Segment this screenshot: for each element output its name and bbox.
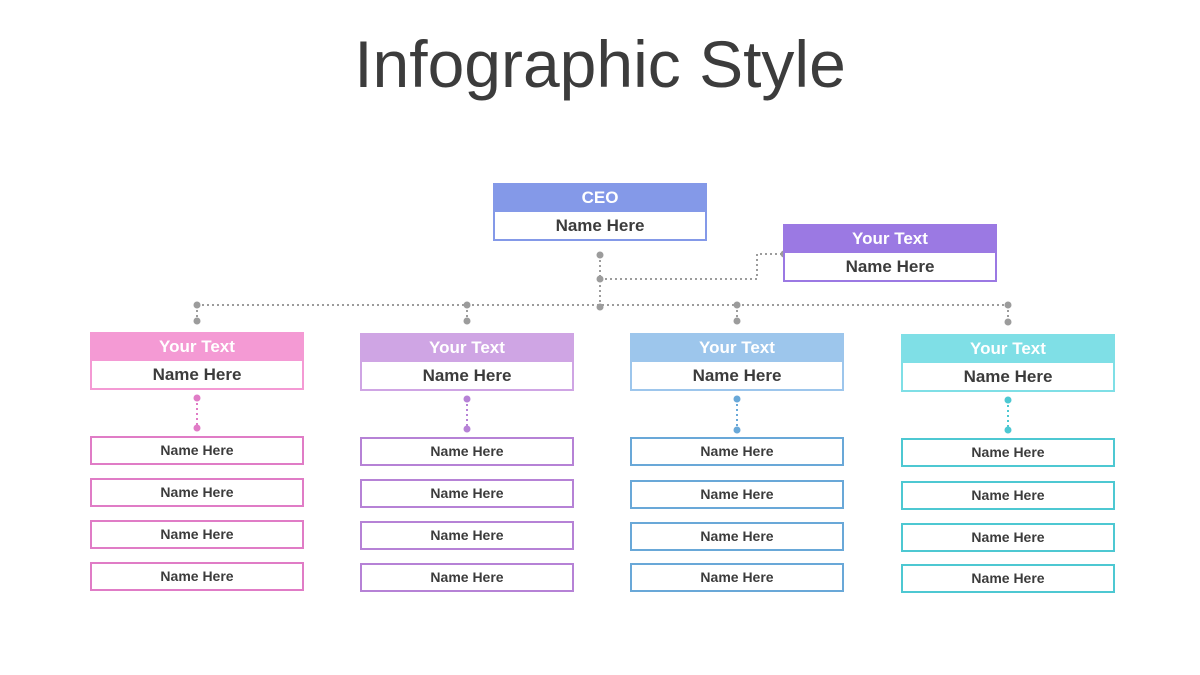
page-title: Infographic Style xyxy=(354,27,846,101)
department-role: Your Text xyxy=(360,333,574,362)
member-box: Name Here xyxy=(90,562,304,591)
assistant-name: Name Here xyxy=(783,253,997,282)
member-box: Name Here xyxy=(90,478,304,507)
member-box: Name Here xyxy=(630,522,844,551)
connector-dot xyxy=(596,303,604,311)
department-head-name: Name Here xyxy=(630,362,844,391)
department-head-name: Name Here xyxy=(360,362,574,391)
connector-dot xyxy=(1004,318,1012,326)
member-link-dot xyxy=(733,395,741,403)
connector-dot xyxy=(733,301,741,309)
connector-dot xyxy=(193,301,201,309)
member-link-dot xyxy=(463,395,471,403)
member-box: Name Here xyxy=(360,563,574,592)
member-box: Name Here xyxy=(901,481,1115,510)
member-box: Name Here xyxy=(901,523,1115,552)
ceo-name: Name Here xyxy=(493,212,707,241)
ceo-card: CEO Name Here xyxy=(493,183,707,241)
member-link-dot xyxy=(1004,396,1012,404)
member-box: Name Here xyxy=(901,438,1115,467)
ceo-role: CEO xyxy=(493,183,707,212)
member-box: Name Here xyxy=(901,564,1115,593)
member-link-dot xyxy=(463,425,471,433)
department-role: Your Text xyxy=(901,334,1115,363)
member-box: Name Here xyxy=(90,520,304,549)
member-link-dot xyxy=(193,394,201,402)
department-head-name: Name Here xyxy=(90,361,304,390)
member-box: Name Here xyxy=(360,437,574,466)
member-box: Name Here xyxy=(360,479,574,508)
member-box: Name Here xyxy=(90,436,304,465)
assistant-role: Your Text xyxy=(783,224,997,253)
member-box: Name Here xyxy=(630,437,844,466)
member-link-dot xyxy=(733,426,741,434)
connector-dot xyxy=(463,317,471,325)
member-box: Name Here xyxy=(360,521,574,550)
connector-dot xyxy=(733,317,741,325)
member-box: Name Here xyxy=(630,563,844,592)
connector-dot xyxy=(463,301,471,309)
connector-dot xyxy=(596,275,604,283)
member-link-dot xyxy=(1004,426,1012,434)
member-link-dot xyxy=(193,424,201,432)
connector-dot xyxy=(193,317,201,325)
department-role: Your Text xyxy=(630,333,844,362)
member-box: Name Here xyxy=(630,480,844,509)
assistant-link-line xyxy=(600,253,784,280)
connector-dot xyxy=(596,251,604,259)
assistant-card: Your Text Name Here xyxy=(783,224,997,282)
department-head-name: Name Here xyxy=(901,363,1115,392)
connector-dot xyxy=(1004,301,1012,309)
department-role: Your Text xyxy=(90,332,304,361)
